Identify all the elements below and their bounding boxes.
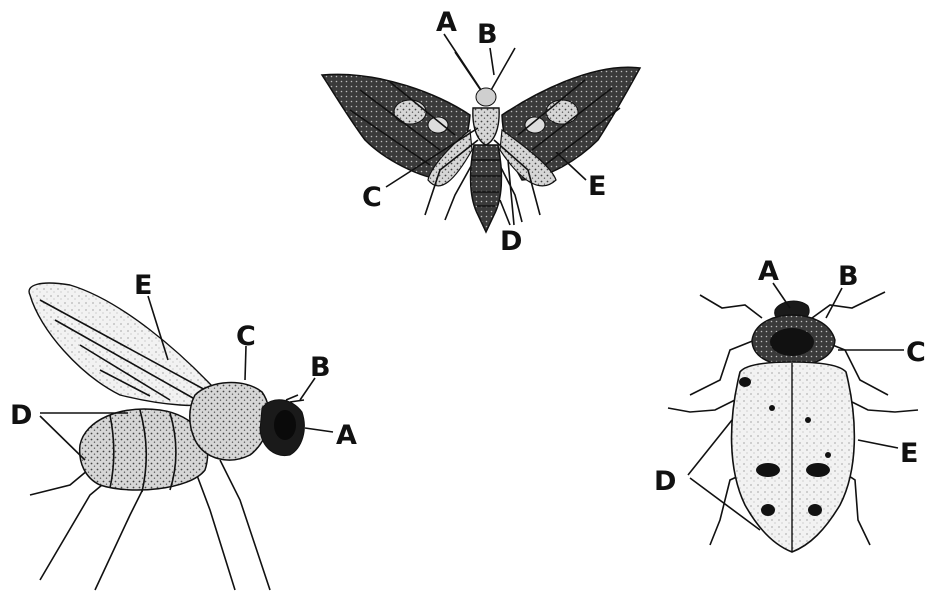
moth-label-a: A	[436, 7, 457, 38]
beetle-label-d: D	[654, 466, 676, 497]
beetle-label-b: B	[838, 261, 859, 292]
fly-illustration	[29, 283, 304, 590]
fly-label-a: A	[336, 420, 357, 451]
moth-label-e: E	[588, 171, 606, 202]
fly-label-e: E	[134, 270, 152, 301]
moth-label-b: B	[477, 19, 498, 50]
fly-abdomen	[80, 409, 208, 490]
fly-label-c: C	[236, 321, 256, 352]
beetle-illustration	[668, 292, 918, 552]
fly-label-b: B	[310, 352, 331, 383]
moth-label-d: D	[500, 226, 522, 257]
beetle-label-e: E	[900, 438, 918, 469]
fly-label-d: D	[10, 400, 32, 431]
fly-wing	[29, 283, 225, 405]
beetle-label-c: C	[906, 337, 926, 368]
fly-thorax	[190, 383, 269, 460]
moth-label-c: C	[362, 182, 382, 213]
beetle-label-a: A	[758, 256, 779, 287]
moth-abdomen	[471, 145, 502, 232]
